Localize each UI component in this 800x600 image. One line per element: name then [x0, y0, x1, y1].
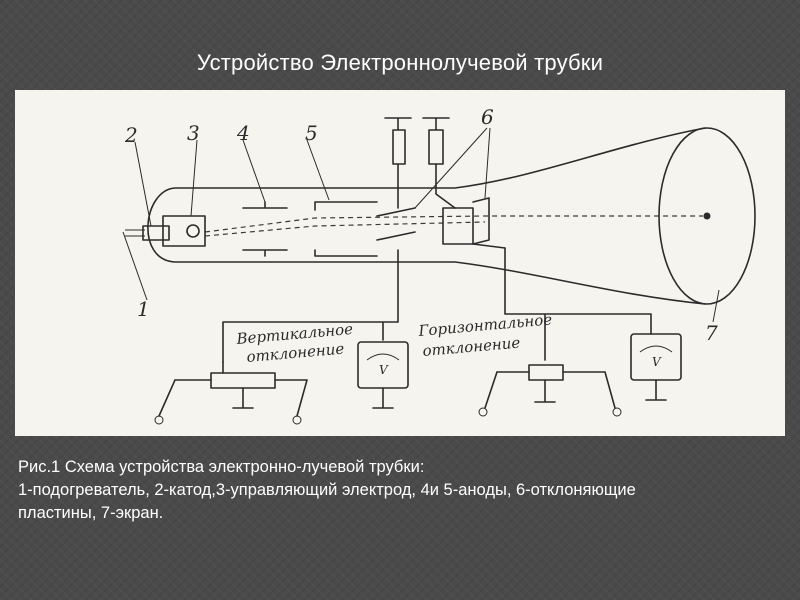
label-3: 3 [187, 121, 200, 145]
meter-left-stand [372, 387, 394, 409]
leader-1 [122, 231, 148, 301]
heater-lead [125, 229, 145, 237]
label-1: 1 [137, 297, 150, 321]
meter-left-scale [366, 353, 400, 361]
anode-5 [314, 201, 378, 257]
label-2: 2 [124, 123, 138, 147]
top-resistor-left [384, 117, 412, 209]
meter-left-unit: V [379, 363, 389, 377]
caption-line-1: Рис.1 Схема устройства электронно-лучево… [18, 458, 425, 476]
meter-right-stand [645, 379, 667, 401]
vertical-terminal-left [154, 415, 164, 425]
leader-7 [712, 289, 720, 323]
leader-3 [190, 139, 198, 217]
control-electrode [162, 215, 206, 247]
label-5: 5 [305, 121, 318, 145]
caption-line-3: пластины, 7-экран. [18, 504, 164, 522]
horizontal-terminal-right [612, 407, 622, 417]
leader-5 [306, 139, 330, 201]
control-electrode-aperture [186, 224, 200, 238]
horizontal-circuit-wires [484, 247, 652, 409]
slide-title: Устройство Электроннолучевой трубки [196, 50, 604, 75]
meter-right-scale [639, 345, 673, 353]
horizontal-plate-lead [472, 243, 506, 249]
vertical-terminal-right [292, 415, 302, 425]
electron-beam-lower [204, 221, 486, 237]
meter-right-unit: V [652, 355, 662, 369]
horizontal-terminal-left [478, 407, 488, 417]
label-6: 6 [481, 105, 494, 129]
horizontal-potentiometer [528, 364, 564, 381]
label-7: 7 [705, 321, 718, 345]
vertical-deflection-plates [376, 207, 416, 241]
cathode [142, 225, 170, 241]
vertical-circuit-wires [158, 249, 399, 417]
top-resistor-right [422, 117, 456, 209]
label-4: 4 [236, 121, 250, 145]
tube-neck-outline [147, 127, 706, 305]
anode-4 [242, 201, 288, 257]
leader-4 [242, 139, 266, 203]
leader-6b [484, 127, 491, 199]
crt-diagram-figure: 2 3 4 5 6 1 7 V Вертикальное отклонение … [15, 90, 785, 436]
leader-2 [134, 141, 152, 227]
leader-6a [414, 127, 488, 209]
figure-caption: Рис.1 Схема устройства электронно-лучево… [18, 456, 788, 525]
screen-spot [703, 212, 711, 220]
vertical-potentiometer [210, 372, 276, 389]
horizontal-plate-edge [472, 197, 490, 245]
electron-beam [204, 215, 703, 233]
horizontal-deflection-plates [442, 207, 474, 245]
caption-line-2: 1-подогреватель, 2-катод,3-управляющий э… [18, 481, 636, 499]
crt-diagram: 2 3 4 5 6 1 7 V Вертикальное отклонение … [122, 105, 756, 425]
